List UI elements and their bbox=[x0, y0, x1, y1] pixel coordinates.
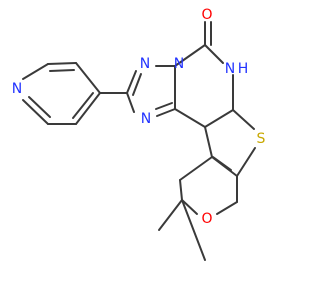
bond bbox=[155, 102, 173, 110]
bond bbox=[75, 92, 101, 125]
bond bbox=[75, 62, 101, 94]
bond bbox=[49, 69, 75, 72]
bond bbox=[158, 199, 183, 231]
bond bbox=[22, 63, 49, 80]
bond bbox=[212, 156, 232, 171]
atom-n-pyridine: N bbox=[12, 81, 22, 97]
atom-o-ring: O bbox=[201, 211, 212, 227]
bond bbox=[174, 44, 206, 67]
atom-o-carbonyl: O bbox=[201, 7, 212, 23]
bond bbox=[179, 179, 183, 201]
bond bbox=[181, 199, 198, 215]
bond bbox=[22, 99, 49, 125]
bond bbox=[28, 96, 51, 118]
bond bbox=[232, 109, 255, 130]
atom-n-triazole-3: N bbox=[141, 111, 151, 127]
bond bbox=[181, 199, 206, 261]
bond bbox=[72, 92, 94, 119]
atom-n-triazole-2: N bbox=[174, 56, 184, 72]
bond bbox=[216, 201, 238, 215]
atom-n-triazole-1: N bbox=[140, 56, 150, 72]
bond bbox=[204, 126, 213, 158]
bond bbox=[204, 109, 234, 128]
bonds bbox=[22, 21, 256, 261]
atom-labels: O N H N N N N S O bbox=[12, 7, 266, 227]
bond bbox=[156, 108, 176, 117]
bond bbox=[126, 92, 135, 113]
atom-s: S bbox=[257, 131, 266, 147]
atom-n-amide: N bbox=[225, 61, 235, 77]
bond bbox=[132, 73, 142, 96]
atom-h-amide: H bbox=[238, 61, 249, 77]
bond bbox=[47, 62, 77, 65]
bond bbox=[174, 108, 206, 128]
bond bbox=[236, 147, 256, 177]
bond bbox=[179, 156, 213, 181]
molecule-structure: O N H N N N N S O bbox=[12, 7, 266, 261]
bond bbox=[204, 44, 224, 64]
bond bbox=[126, 70, 137, 94]
